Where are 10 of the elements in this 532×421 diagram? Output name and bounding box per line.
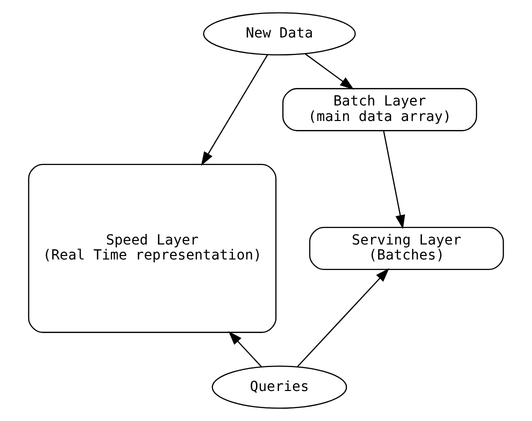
node-box: Batch Layer (main data array)	[282, 88, 478, 132]
arrow	[304, 53, 354, 90]
node-ellipse: New Data	[203, 12, 356, 56]
arrow	[297, 268, 390, 367]
node-box: Serving Layer (Batches)	[309, 226, 504, 270]
arrow	[228, 331, 262, 368]
arrow	[201, 54, 268, 166]
node-ellipse: Queries	[212, 366, 348, 409]
arrow	[383, 130, 406, 230]
node-box: Speed Layer (Real Time representation)	[28, 164, 276, 333]
